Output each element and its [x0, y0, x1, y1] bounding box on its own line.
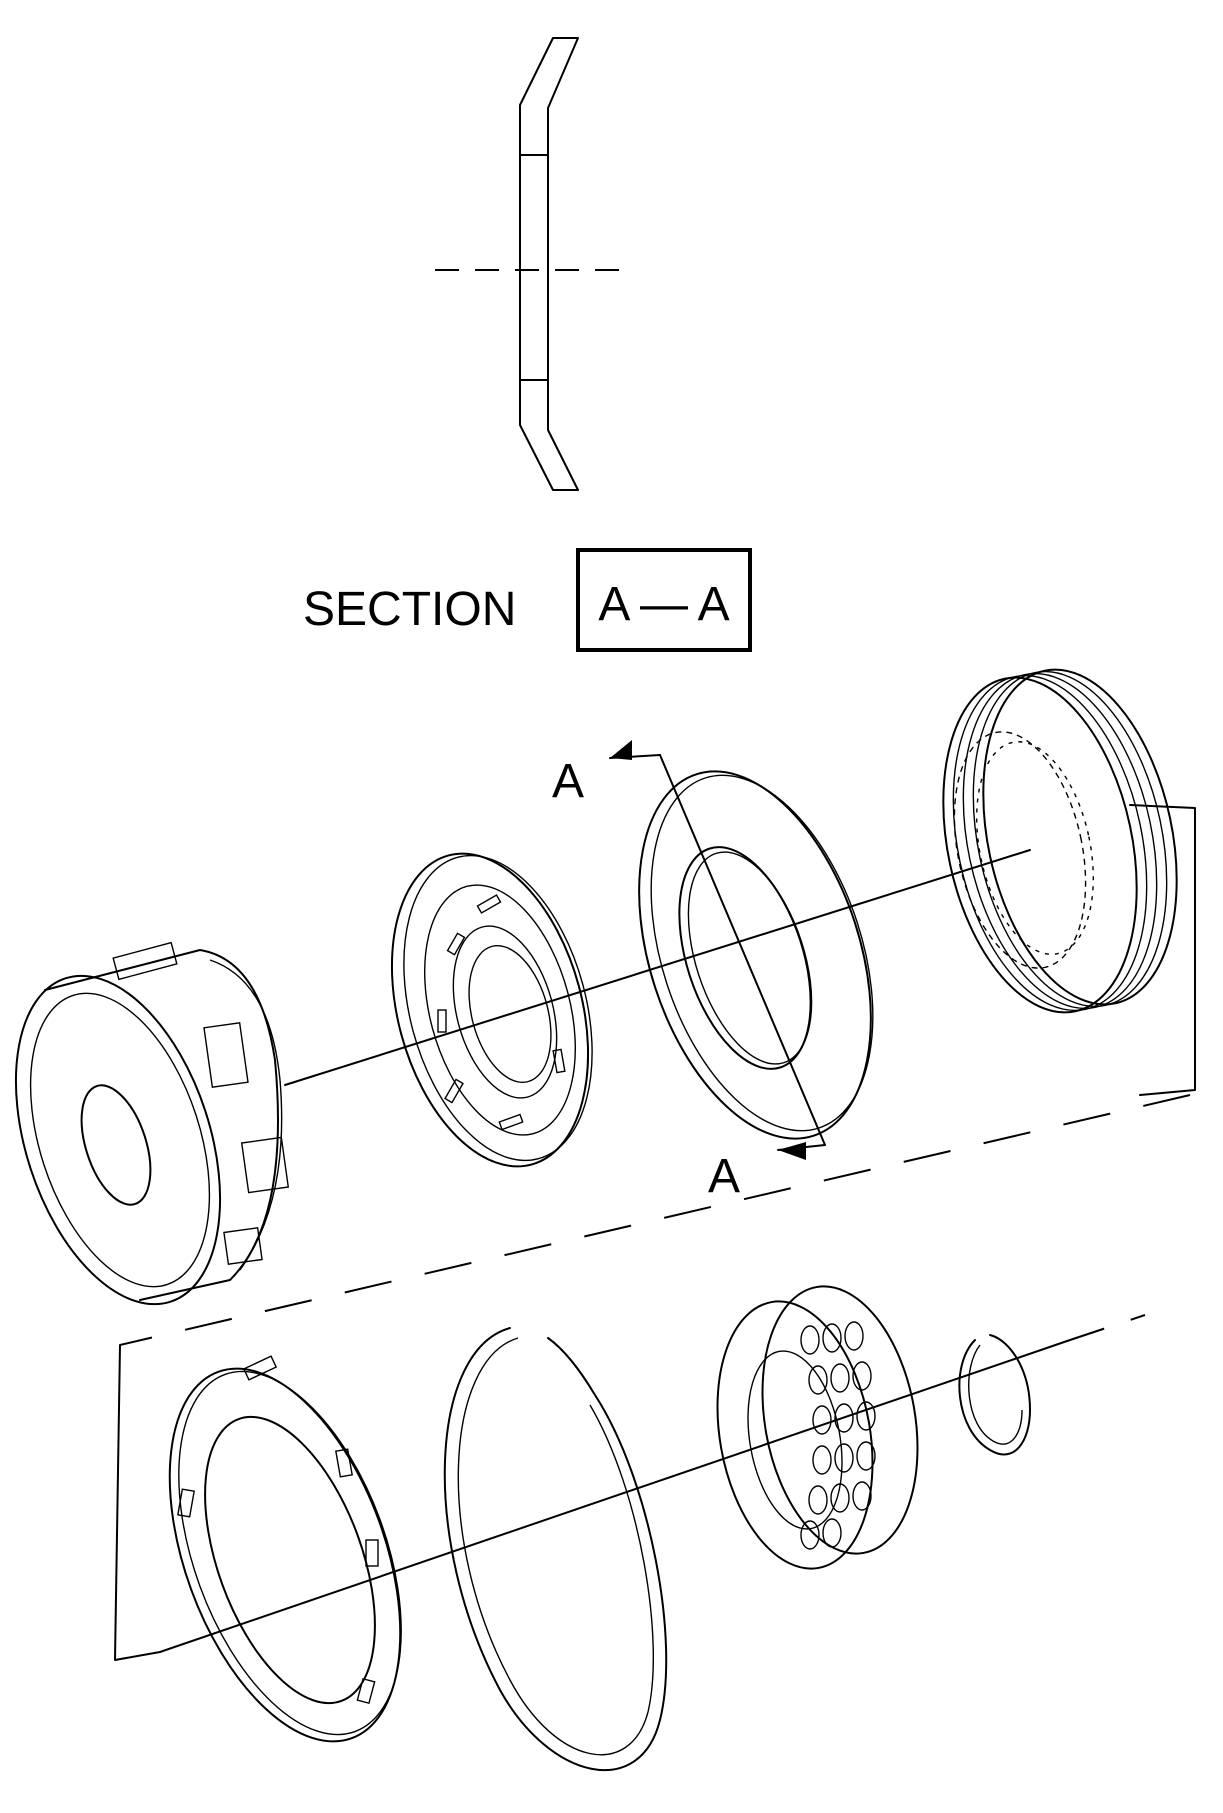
retaining-ring — [958, 1334, 1031, 1456]
section-id-box — [576, 548, 752, 652]
sprag-clutch-assembly — [716, 1285, 919, 1570]
section-id: A — A — [598, 578, 729, 631]
clutch-plate-stack — [942, 668, 1178, 1014]
section-word: SECTION — [303, 583, 516, 636]
section-cut-line: A A — [552, 740, 826, 1203]
cut-marker-bottom: A — [708, 1150, 740, 1203]
section-profile — [435, 37, 630, 491]
apply-plate-ring — [638, 770, 874, 1140]
section-caption: SECTION A — A — [303, 548, 752, 652]
piston — [390, 852, 593, 1168]
clutch-housing-drum — [14, 941, 290, 1306]
snap-ring — [443, 1327, 668, 1772]
centerlines — [114, 804, 1196, 1661]
cut-marker-top: A — [552, 755, 584, 808]
backing-plate — [168, 1355, 402, 1743]
